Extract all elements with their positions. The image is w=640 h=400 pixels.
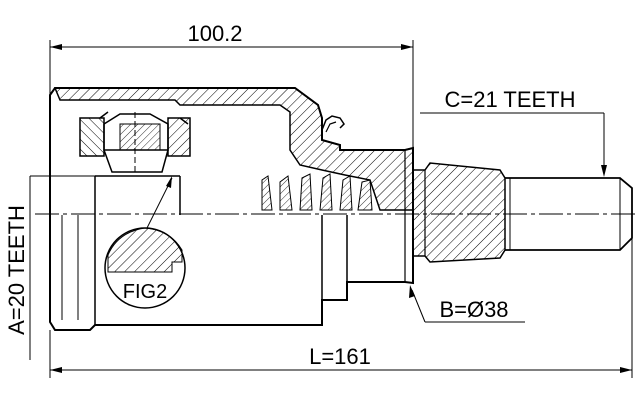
dimension-total-length-label: L=161 <box>309 344 371 369</box>
dimension-spline-a: A=20 TEETH <box>4 175 95 360</box>
dimension-top-length-label: 100.2 <box>187 21 242 46</box>
dimension-diameter-b: B=Ø38 <box>409 285 525 323</box>
stub-shaft <box>412 162 633 263</box>
dimension-spline-c-label: C=21 TEETH <box>444 87 575 112</box>
fig2-callout: FIG2 <box>104 176 186 309</box>
dimension-top-length: 100.2 <box>49 21 414 148</box>
boot-spring <box>261 173 373 211</box>
dimension-total-length: L=161 <box>49 235 633 378</box>
tripod-bearing <box>79 111 191 174</box>
dimension-spline-a-label: A=20 TEETH <box>4 205 29 335</box>
fig2-label: FIG2 <box>123 281 167 303</box>
dimension-spline-c: C=21 TEETH <box>420 87 607 177</box>
dimension-diameter-b-label: B=Ø38 <box>439 297 508 322</box>
retaining-clip <box>321 115 345 133</box>
